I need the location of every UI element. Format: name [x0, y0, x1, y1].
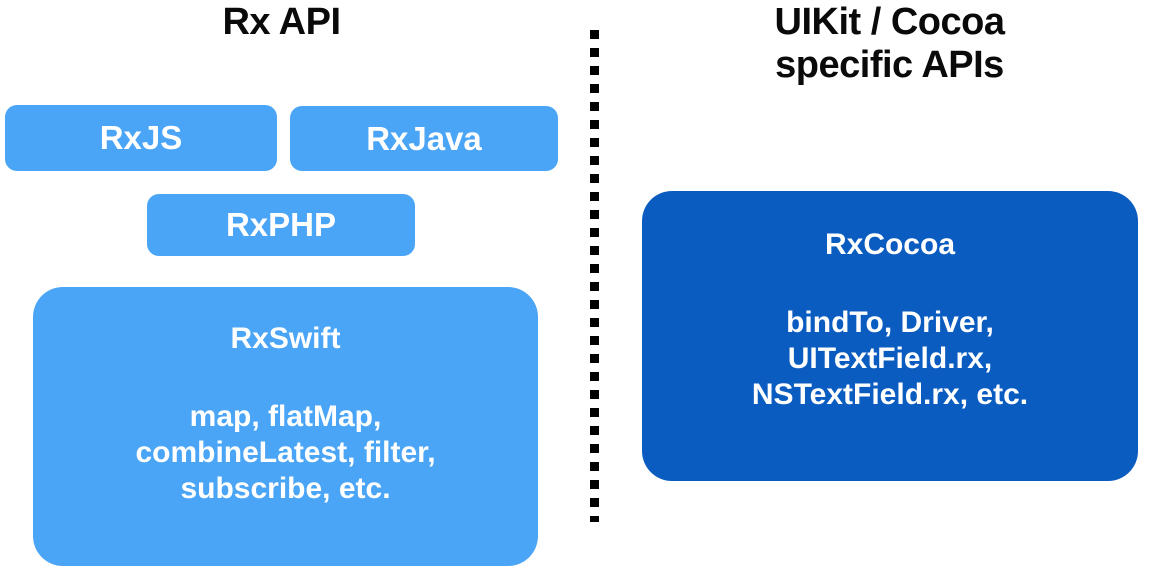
- node-rxjs: RxJS: [5, 105, 277, 171]
- node-rxjs-label: RxJS: [99, 119, 183, 157]
- node-rxcocoa-apis: bindTo, Driver, UITextField.rx, NSTextFi…: [751, 306, 1029, 411]
- node-rxswift-operators: map, flatMap, combineLatest, filter, sub…: [135, 400, 436, 505]
- right-column-title: UIKit / Cocoa specific APIs: [774, 1, 1005, 87]
- node-rxjava-label: RxJava: [366, 119, 482, 157]
- node-rxjava: RxJava: [290, 106, 558, 171]
- vertical-dotted-separator: [590, 30, 599, 522]
- node-rxswift-label: RxSwift: [230, 322, 341, 355]
- node-rxphp: RxPHP: [147, 194, 415, 256]
- left-column-title: Rx API: [222, 1, 341, 43]
- node-rxswift: RxSwift map, flatMap, combineLatest, fil…: [33, 287, 538, 566]
- node-rxcocoa: RxCocoa bindTo, Driver, UITextField.rx, …: [642, 191, 1138, 481]
- node-rxcocoa-label: RxCocoa: [824, 228, 956, 261]
- node-rxphp-label: RxPHP: [225, 206, 337, 244]
